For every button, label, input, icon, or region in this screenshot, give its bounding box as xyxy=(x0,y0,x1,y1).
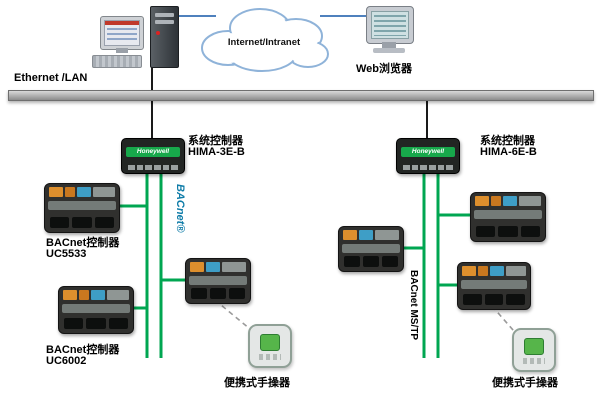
module-label-strip xyxy=(474,210,542,219)
controller-terminals xyxy=(128,165,179,170)
left-controller-model-label: HIMA-3E-B xyxy=(188,146,245,158)
workstation-monitor-stand xyxy=(116,48,128,53)
right-field-module-1 xyxy=(470,192,546,242)
system-controller-hima-6e-b: Honeywell xyxy=(396,138,460,174)
uc6002-type-label: BACnet控制器 xyxy=(46,344,120,356)
right-handheld-label: 便携式手操器 xyxy=(492,377,558,389)
module-label-strip xyxy=(342,244,400,253)
module-terminals-bottom xyxy=(476,226,540,237)
web-browser-monitor-base xyxy=(373,48,405,53)
handheld-keys xyxy=(523,358,545,364)
left-controller-type-label: 系统控制器 xyxy=(188,135,243,147)
module-label-strip xyxy=(62,304,130,313)
web-browser-monitor xyxy=(366,6,414,44)
tower-power-led xyxy=(156,31,160,35)
web-browser-screen xyxy=(371,11,409,39)
handheld-screen xyxy=(524,338,544,355)
module-terminals-top xyxy=(462,266,526,276)
internet-cloud: Internet/Intranet xyxy=(201,8,329,72)
uc5533-type-label: BACnet控制器 xyxy=(46,237,120,249)
workstation-monitor xyxy=(100,16,144,50)
module-terminals-top xyxy=(190,262,246,272)
honeywell-brand-label: Honeywell xyxy=(126,147,180,157)
workstation-keyboard xyxy=(92,55,142,68)
handheld-screen xyxy=(260,334,280,351)
module-label-strip xyxy=(189,276,247,285)
field-controller-uc6002 xyxy=(58,286,134,334)
cloud-label: Internet/Intranet xyxy=(228,37,301,48)
module-terminals-bottom xyxy=(463,294,526,305)
module-label-strip xyxy=(461,280,527,289)
controller-terminals xyxy=(403,165,454,170)
ethernet-lan-label: Ethernet /LAN xyxy=(14,72,88,84)
right-field-module-3 xyxy=(457,262,531,310)
module-terminals-bottom xyxy=(64,318,128,329)
module-label-strip xyxy=(48,201,116,210)
module-terminals-top xyxy=(63,290,129,300)
workstation-screen-titlebar xyxy=(105,21,139,25)
portable-operator-terminal-right xyxy=(512,328,556,372)
bacnet-mstp-label: BACnet MS/TP xyxy=(408,270,419,340)
workstation-screen xyxy=(104,20,140,46)
module-terminals-bottom xyxy=(191,288,245,299)
right-field-module-2 xyxy=(338,226,404,272)
uc6002-model-label: UC6002 xyxy=(46,355,87,367)
right-controller-model-label: HIMA-6E-B xyxy=(480,146,537,158)
web-browser-label: Web浏览器 xyxy=(356,63,413,75)
left-mid-field-module xyxy=(185,258,251,304)
handheld-keys xyxy=(259,354,281,360)
tower-drive-bay xyxy=(155,13,174,17)
module-terminals-bottom xyxy=(344,256,398,267)
module-terminals-top xyxy=(475,196,541,206)
bacnet-logo-label: BACnet® xyxy=(174,184,186,233)
tower-drive-bay xyxy=(155,20,174,24)
system-controller-hima-3e-b: Honeywell xyxy=(121,138,185,174)
module-terminals-top xyxy=(343,230,399,240)
left-handheld-label: 便携式手操器 xyxy=(224,377,290,389)
honeywell-brand-label: Honeywell xyxy=(401,147,455,157)
workstation-screen-content xyxy=(107,28,137,43)
workstation-tower xyxy=(150,6,179,68)
uc5533-model-label: UC5533 xyxy=(46,248,87,260)
web-browser-screen-content xyxy=(374,15,406,36)
web-browser-monitor-stand xyxy=(382,42,396,48)
field-controller-uc5533 xyxy=(44,183,120,233)
ethernet-lan-bus-bar xyxy=(8,90,594,101)
portable-operator-terminal-left xyxy=(248,324,292,368)
module-terminals-bottom xyxy=(50,217,114,228)
module-terminals-top xyxy=(49,187,115,197)
right-controller-type-label: 系统控制器 xyxy=(480,135,535,147)
